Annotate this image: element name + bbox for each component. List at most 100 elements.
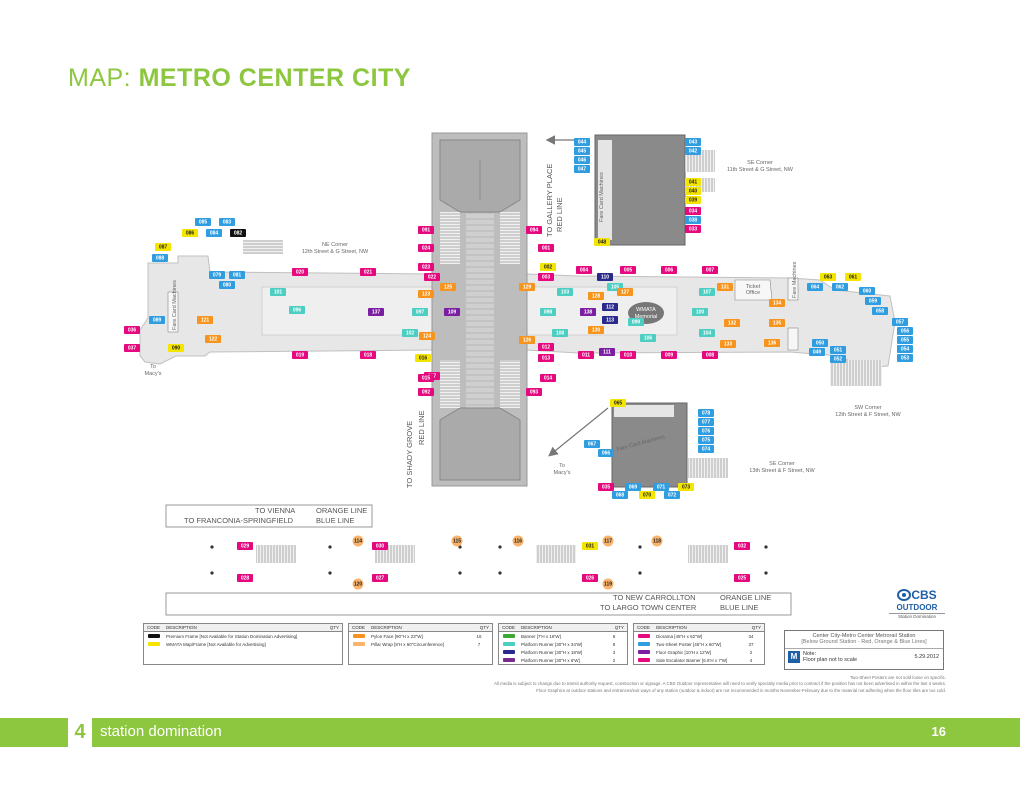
tag-marker-112	[602, 303, 618, 311]
two-sheet-swatch	[638, 642, 650, 646]
tag-label-096: 096	[293, 307, 302, 313]
tag-marker-046	[574, 156, 590, 164]
legend-qty: 7	[477, 641, 481, 647]
tag-marker-029	[237, 542, 253, 550]
station-info-title: Center City-Metro Center Metrorail Stati…	[812, 633, 916, 639]
legend-qty-header: QTY	[614, 625, 624, 630]
tag-label-058: 058	[876, 308, 885, 314]
tag-label-083: 083	[223, 219, 232, 225]
tag-label-068: 068	[616, 492, 625, 498]
tag-marker-047	[574, 165, 590, 173]
tag-label-026: 026	[586, 575, 595, 581]
tag-label-045: 045	[578, 148, 587, 154]
tag-label-123: 123	[422, 291, 431, 297]
tag-marker-064	[807, 283, 823, 291]
tag-label-001: 001	[542, 245, 551, 251]
tag-marker-115	[451, 535, 463, 547]
note-text: Floor plan not to scale	[803, 656, 858, 663]
tag-label-134: 134	[773, 300, 782, 306]
tag-label-051: 051	[834, 347, 843, 353]
tag-marker-128	[588, 292, 604, 300]
tag-marker-076	[698, 427, 714, 435]
tag-label-099: 099	[632, 319, 641, 325]
tag-label-072: 072	[668, 492, 677, 498]
tag-label-091: 091	[422, 227, 431, 233]
tag-label-117: 117	[604, 538, 612, 544]
tag-label-086: 086	[186, 230, 195, 236]
tag-label-094: 094	[530, 227, 539, 233]
tag-marker-038	[685, 216, 701, 224]
legend-qty-header: QTY	[479, 625, 489, 630]
tag-marker-099	[628, 318, 644, 326]
legend-floor-graphic: Floor Graphic [10'H x 12'W]	[656, 649, 711, 655]
pylon-swatch	[353, 634, 365, 638]
tag-marker-138	[580, 308, 596, 316]
tag-label-126: 126	[523, 337, 532, 343]
tag-marker-002	[540, 263, 556, 271]
tag-marker-087	[155, 243, 171, 251]
tag-marker-021	[360, 268, 376, 276]
tag-label-028: 028	[241, 575, 250, 581]
tag-marker-041	[685, 178, 701, 186]
tag-marker-068	[612, 491, 628, 499]
tag-label-130: 130	[592, 327, 601, 333]
to-macys-label-2-sub: Macy's	[554, 470, 571, 476]
tag-label-085: 085	[199, 219, 208, 225]
tag-marker-130	[588, 326, 604, 334]
tag-label-005: 005	[624, 267, 633, 273]
tag-marker-096	[289, 306, 305, 314]
tag-marker-018	[360, 351, 376, 359]
station-info-subtitle: [Below Ground Station - Red, Orange & Bl…	[801, 639, 927, 645]
pillar-swatch	[353, 642, 365, 646]
note-label: Note:	[803, 650, 817, 657]
tag-marker-010	[620, 351, 636, 359]
cbs-outdoor-word: OUTDOOR	[896, 603, 938, 612]
tag-label-132: 132	[728, 320, 737, 326]
tag-label-125: 125	[444, 284, 453, 290]
tag-label-073: 073	[682, 484, 691, 490]
page-number: 16	[931, 724, 946, 739]
tag-label-047: 047	[578, 166, 587, 172]
tag-marker-102	[402, 329, 418, 337]
tag-marker-078	[698, 409, 714, 417]
metro-logo-icon: M	[788, 650, 800, 663]
tag-marker-133	[720, 340, 736, 348]
legend-desc-header: DESCRIPTION	[371, 625, 402, 630]
tag-label-015: 015	[422, 375, 431, 381]
tag-marker-019	[292, 351, 308, 359]
tag-label-082: 082	[234, 230, 243, 236]
tag-label-004: 004	[580, 267, 589, 273]
ticket-office-label: Ticket	[746, 284, 761, 290]
premium-frame-swatch	[148, 634, 160, 638]
tag-label-081: 081	[233, 272, 242, 278]
legend-code-header: CODE	[147, 625, 161, 630]
tag-label-010: 010	[624, 352, 633, 358]
runner-34-swatch	[503, 642, 515, 646]
diorama-swatch	[638, 634, 650, 638]
legend-wmata-frame: WMATA Map/Frame [Not Available for Adver…	[166, 641, 266, 647]
tag-label-121: 121	[201, 317, 210, 323]
tag-marker-120	[352, 578, 364, 590]
tag-label-044: 044	[578, 139, 587, 145]
tag-label-042: 042	[689, 148, 698, 154]
orange-blue-platform: TO VIENNA TO FRANCONIA-SPRINGFIELD ORANG…	[165, 504, 792, 616]
tag-marker-015	[418, 374, 434, 382]
se-corner-street: 11th Street & G Street, NW	[727, 167, 794, 173]
tag-marker-073	[678, 483, 694, 491]
tag-marker-134	[769, 299, 785, 307]
tag-marker-083	[219, 218, 235, 226]
tag-label-048: 048	[598, 239, 607, 245]
tag-marker-069	[625, 483, 641, 491]
section-number: 4	[68, 718, 92, 747]
tag-marker-119	[602, 578, 614, 590]
tag-label-025: 025	[738, 575, 747, 581]
tag-marker-024	[418, 244, 434, 252]
tag-label-035: 035	[602, 484, 611, 490]
tag-label-056: 056	[901, 328, 910, 334]
tag-marker-137	[368, 308, 384, 316]
tag-label-012: 012	[542, 344, 551, 350]
tag-label-116: 116	[514, 538, 522, 544]
legend-qty: 8	[612, 641, 616, 647]
